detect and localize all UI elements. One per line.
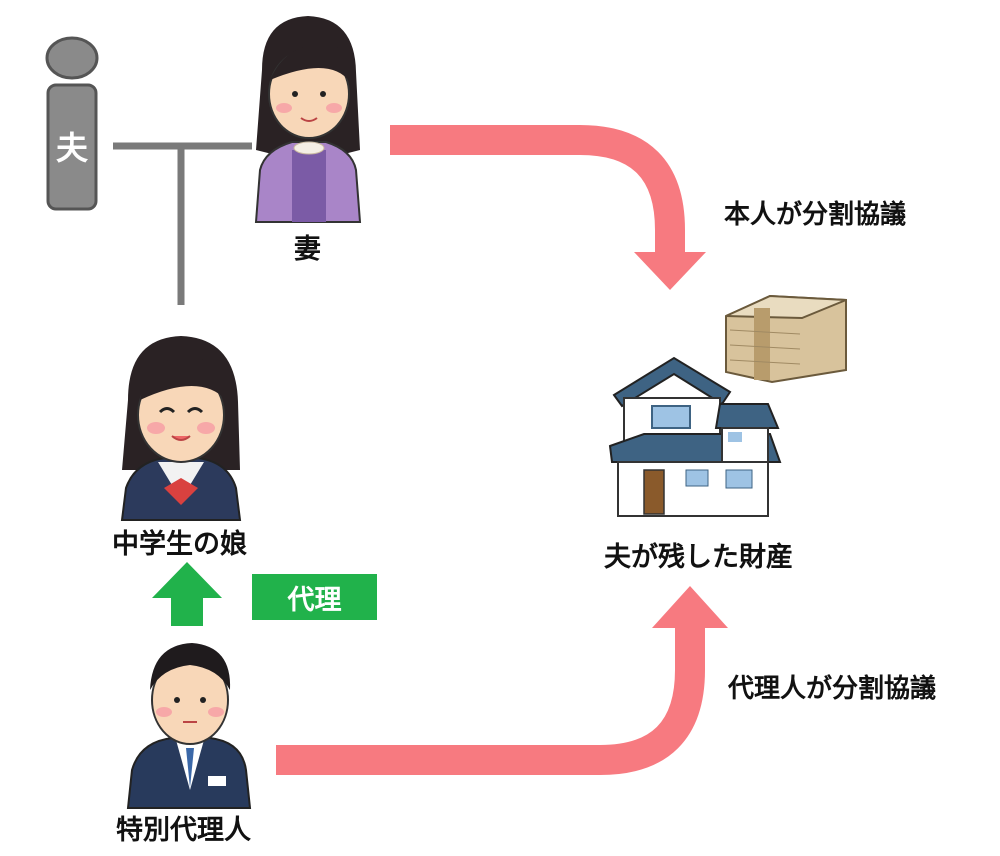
proxy-badge: 代理 — [252, 574, 377, 620]
money-bundle-icon — [725, 294, 847, 384]
husband-label: 夫 — [56, 129, 89, 167]
wife-figure — [254, 16, 362, 223]
special-agent-label: 特別代理人 — [116, 815, 251, 846]
arrow-top-label: 本人が分割協議 — [724, 200, 907, 230]
proxy-arrow — [152, 562, 222, 626]
husband-silhouette — [45, 36, 99, 211]
daughter-label: 中学生の娘 — [112, 529, 247, 560]
flow-arrow-bottom — [276, 586, 728, 775]
family-lines — [113, 142, 252, 305]
arrow-bottom-label: 代理人が分割協議 — [728, 674, 937, 704]
estate-label: 夫が残した財産 — [604, 542, 793, 573]
daughter-figure — [120, 336, 242, 521]
house-icon — [608, 356, 782, 517]
special-agent-figure — [126, 643, 252, 809]
wife-label: 妻 — [294, 234, 321, 265]
flow-arrow-top — [390, 125, 706, 290]
